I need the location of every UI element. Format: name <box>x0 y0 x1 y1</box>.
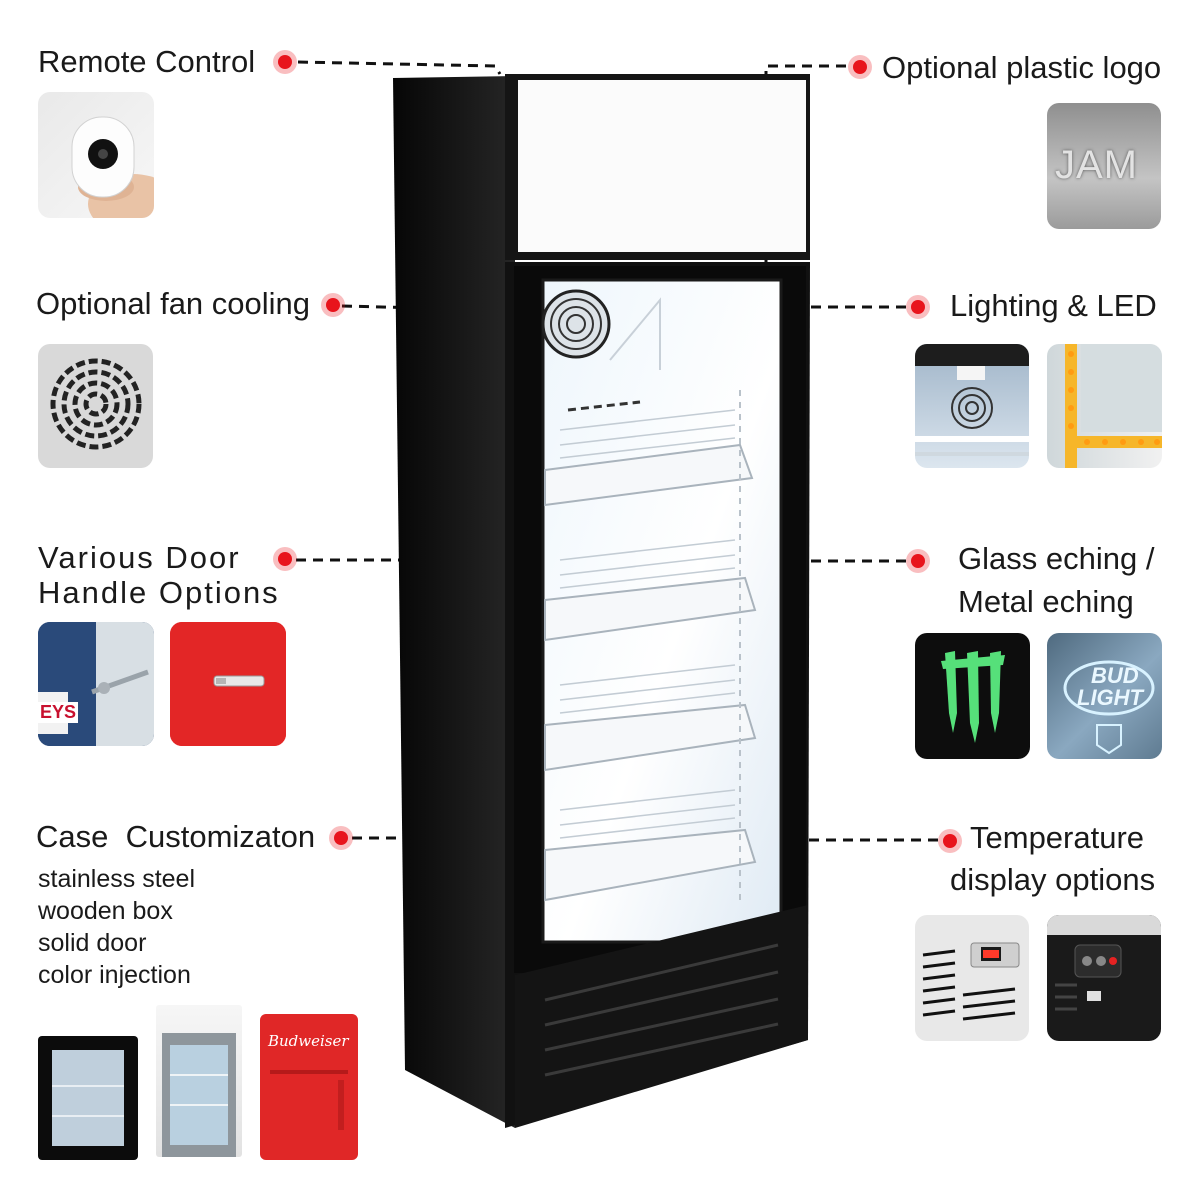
plastic-logo-image: JAM <box>1047 103 1161 229</box>
lighting-label: Lighting & LED <box>950 288 1157 323</box>
temperature-label-line1: Temperature <box>970 820 1145 855</box>
plastic-logo-label: Optional plastic logo <box>882 50 1162 85</box>
case-image-black-minibar <box>38 1036 138 1160</box>
logo-sample-text: JAM <box>1055 143 1138 187</box>
etching-image-budlight: BUD LIGHT <box>1047 633 1162 759</box>
temperature-marker <box>943 834 957 848</box>
door-handle-label-line2: Handle Options <box>38 575 280 610</box>
case-option-1: stainless steel <box>38 865 196 893</box>
case-customization-label: Case Customizaton <box>36 819 316 854</box>
door-handle-image-red <box>170 622 286 746</box>
remote-control-image <box>38 92 154 218</box>
etching-sample-text-2: LIGHT <box>1077 685 1143 710</box>
etching-marker <box>911 554 925 568</box>
case-option-4: color injection <box>38 961 191 989</box>
case-option-2: wooden box <box>38 897 173 925</box>
plastic-logo-marker <box>853 60 867 74</box>
lighting-image-fan <box>915 344 1029 468</box>
case-option-3: solid door <box>38 929 147 957</box>
door-sample-text: EYS <box>38 702 79 723</box>
door-handle-label-line1: Various Door <box>38 540 241 575</box>
fan-cooling-marker <box>326 298 340 312</box>
door-handle-image-blue: EYS <box>38 622 154 746</box>
case-customization-marker <box>334 831 348 845</box>
etching-label-line1: Glass eching / <box>958 541 1155 576</box>
temperature-image-black-panel <box>1047 915 1161 1041</box>
remote-control-marker <box>278 55 292 69</box>
fan-cooling-image <box>38 344 153 468</box>
case-sample-text: Budweiser <box>268 1032 349 1050</box>
remote-control-label: Remote Control <box>38 44 256 79</box>
temperature-label-line2: display options <box>950 862 1156 897</box>
case-image-steel-fridge <box>156 1005 242 1157</box>
lighting-image-led <box>1047 344 1162 468</box>
temperature-image-white-panel <box>915 915 1029 1041</box>
claw-logo-icon <box>941 651 1005 743</box>
fan-vent-icon <box>50 358 142 450</box>
etching-sample-text-1: BUD <box>1091 663 1139 688</box>
door-handle-marker <box>278 552 292 566</box>
etching-image-monster <box>915 633 1030 759</box>
etching-label-line2: Metal eching <box>958 584 1134 619</box>
case-image-red-fridge: Budweiser <box>260 1014 358 1160</box>
fan-cooling-label: Optional fan cooling <box>36 286 311 321</box>
lighting-marker <box>911 300 925 314</box>
